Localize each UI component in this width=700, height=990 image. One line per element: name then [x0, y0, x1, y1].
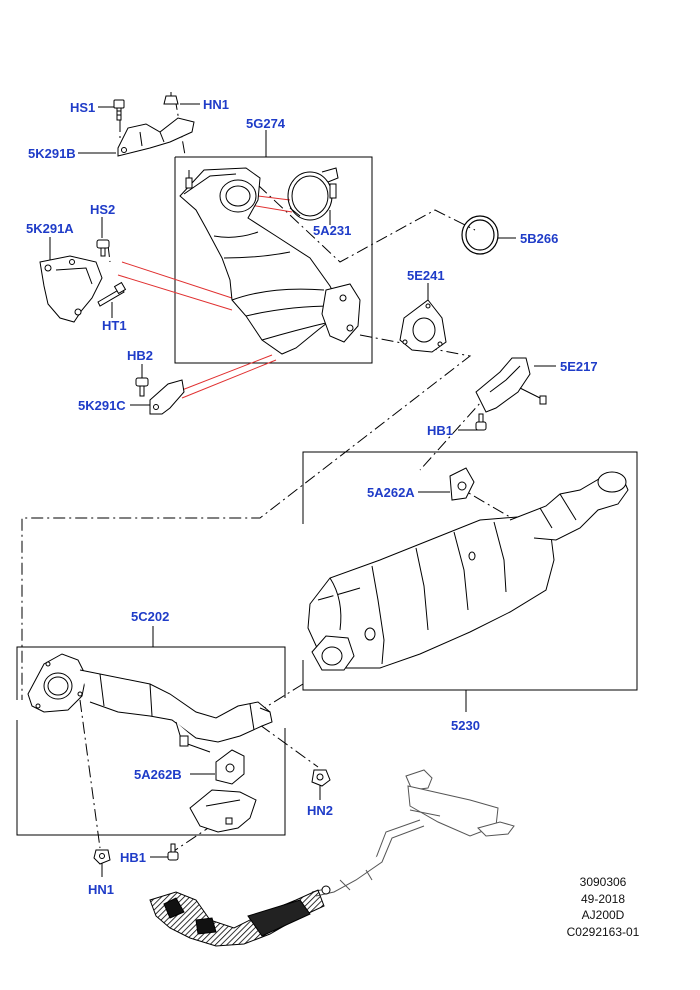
leader-lines: [49, 103, 556, 877]
group-box-5230: [302, 451, 638, 691]
bracket-5k291a: [39, 255, 103, 323]
label-hs1: HS1: [70, 100, 95, 115]
clamp-5a231: [287, 167, 339, 221]
hb1-mid-bolt-icon: [475, 413, 487, 431]
rear-silencer-5230: [307, 471, 629, 671]
hb1-low-bolt-icon: [167, 843, 179, 861]
gasket-5b266: [461, 215, 499, 255]
label-hn1-top: HN1: [203, 97, 229, 112]
hs2-bolt-icon: [96, 239, 110, 257]
label-hn1-low: HN1: [88, 882, 114, 897]
system-overview-thumbnail: [311, 769, 515, 897]
gasket-5e241: [399, 299, 447, 353]
reference-code-4: C0292163-01: [566, 924, 640, 939]
part-labels: HS1 HN1 5K291B 5G274 HS2 5K291A 5A231 5B…: [26, 97, 598, 897]
hs1-bolt-icon: [113, 99, 125, 121]
bracket-lower: [189, 789, 257, 833]
label-5c202: 5C202: [131, 609, 169, 624]
group-box-5g274: [174, 156, 373, 364]
hb2-bolt-icon: [135, 377, 149, 397]
rubber-mount-5a262a: [449, 467, 475, 501]
label-hn2: HN2: [307, 803, 333, 818]
reference-codes: 3090306 49-2018 AJ200D C0292163-01: [548, 874, 658, 940]
label-5b266: 5B266: [520, 231, 558, 246]
heat-shield-bracket-5k291b: [117, 117, 195, 157]
reference-code-2: 49-2018: [580, 891, 626, 906]
label-hb1-low: HB1: [120, 850, 146, 865]
label-5a262b: 5A262B: [134, 767, 182, 782]
ht1-stud-icon: [97, 281, 127, 307]
catalytic-converter-5g274: [179, 167, 361, 355]
group-box-5c202: [16, 646, 286, 836]
red-callout-lines: [117, 194, 293, 399]
label-5k291c: 5K291C: [78, 398, 126, 413]
label-5a231: 5A231: [313, 223, 351, 238]
label-5e217: 5E217: [560, 359, 598, 374]
reference-code-1: 3090306: [579, 875, 627, 889]
hn1-nut-top-icon: [163, 92, 179, 105]
front-pipe-5c202: [27, 653, 273, 753]
label-5230: 5230: [451, 718, 480, 733]
hn2-nut-icon: [311, 769, 331, 787]
label-5a262a: 5A262A: [367, 485, 415, 500]
highlighted-front-section: [149, 885, 331, 947]
label-hb2: HB2: [127, 348, 153, 363]
bracket-5e217: [475, 357, 547, 413]
label-hb1-mid: HB1: [427, 423, 453, 438]
label-5k291a: 5K291A: [26, 221, 74, 236]
reference-code-3: AJ200D: [581, 908, 625, 922]
label-hs2: HS2: [90, 202, 115, 217]
bracket-5k291c: [149, 379, 185, 415]
label-5k291b: 5K291B: [28, 146, 76, 161]
label-5e241: 5E241: [407, 268, 445, 283]
label-5g274: 5G274: [246, 116, 286, 131]
label-ht1: HT1: [102, 318, 127, 333]
rubber-mount-5a262b: [215, 749, 245, 785]
hn1-low-nut-icon: [93, 849, 111, 865]
